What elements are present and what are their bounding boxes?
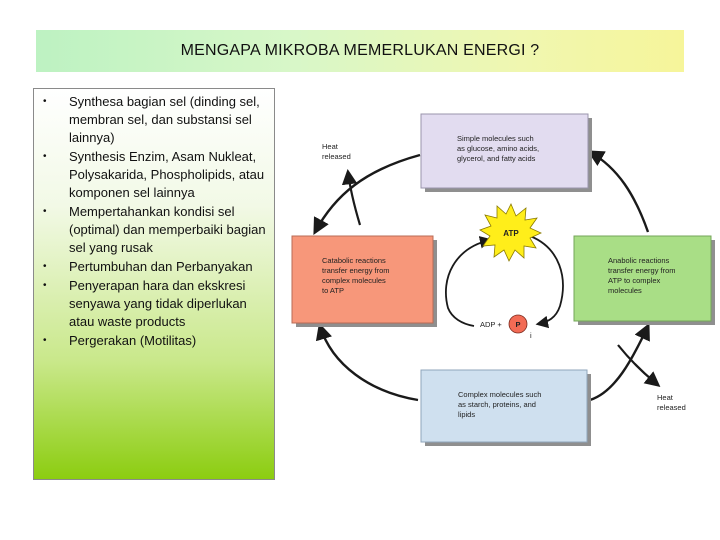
catabolic-line-4: to ATP <box>322 286 344 295</box>
phosphate-circle <box>508 314 528 334</box>
bullet-marker: • <box>43 261 47 272</box>
complex-line-3: lipids <box>458 410 475 419</box>
cycle-arrow-bottom <box>589 322 650 402</box>
bullet-item: • Penyerapan hara dan ekskresi senyawa ya… <box>34 277 274 331</box>
anabolic-reactions-box <box>573 235 712 322</box>
title-bar: MENGAPA MIKROBA MEMERLUKAN ENERGI ? <box>36 30 684 72</box>
bullet-text: Mempertahankan kondisi sel (optimal) dan… <box>69 204 266 255</box>
complex-molecules-text: Complex molecules such as starch, protei… <box>458 390 543 419</box>
bullet-item: • Synthesa bagian sel (dinding sel, membr… <box>34 93 274 147</box>
heat-left-line-2: released <box>322 152 351 161</box>
bullet-marker: • <box>43 96 47 107</box>
complex-molecules-box <box>420 369 588 443</box>
simple-molecules-text: Simple molecules such as glucose, amino … <box>457 134 541 163</box>
bullet-text: Pergerakan (Motilitas) <box>69 333 197 348</box>
catabolic-line-3: complex molecules <box>322 276 386 285</box>
heat-released-right: Heat released <box>657 393 686 412</box>
cycle-arrow-top <box>313 153 421 235</box>
atp-label: ATP <box>503 229 519 238</box>
phosphate-label: P <box>515 320 520 329</box>
cycle-arrow-left <box>315 322 419 402</box>
heat-right-line-2: released <box>657 403 686 412</box>
bullet-text: Synthesis Enzim, Asam Nukleat, Polysakar… <box>69 149 265 200</box>
bullet-item: • Pertumbuhan dan Perbanyakan <box>34 258 274 276</box>
bullet-item: • Mempertahankan kondisi sel (optimal) da… <box>34 203 274 257</box>
bullet-text: Synthesa bagian sel (dinding sel, membra… <box>69 94 260 145</box>
bullet-item: • Synthesis Enzim, Asam Nukleat, Polysaka… <box>34 148 274 202</box>
anabolic-line-1: Anabolic reactions <box>608 256 670 265</box>
catabolic-text: Catabolic reactions transfer energy from… <box>322 256 392 295</box>
catabolic-line-2: transfer energy from <box>322 266 390 275</box>
bullet-text: Pertumbuhan dan Perbanyakan <box>69 259 253 274</box>
simple-line-3: glycerol, and fatty acids <box>457 154 536 163</box>
atp-starburst <box>479 203 542 262</box>
complex-line-2: as starch, proteins, and <box>458 400 536 409</box>
anabolic-text: Anabolic reactions transfer energy from … <box>608 256 678 295</box>
anabolic-line-3: ATP to complex <box>608 276 660 285</box>
bullet-item: • Pergerakan (Motilitas) <box>34 332 274 350</box>
slide-title: MENGAPA MIKROBA MEMERLUKAN ENERGI ? <box>180 42 540 59</box>
catabolic-reactions-box <box>291 235 434 324</box>
catabolic-line-1: Catabolic reactions <box>322 256 386 265</box>
heat-left-line-1: Heat <box>322 142 339 151</box>
heat-right-line-1: Heat <box>657 393 674 402</box>
bullet-panel: • Synthesa bagian sel (dinding sel, membr… <box>33 88 275 480</box>
bullet-text: Penyerapan hara dan ekskresi senyawa yan… <box>69 278 247 329</box>
adp-label: ADP + <box>480 320 502 329</box>
phosphate-subscript: i <box>530 331 532 340</box>
heat-arrow-left <box>341 168 362 226</box>
atp-arrow-left <box>445 236 493 327</box>
heat-arrow-right <box>617 344 661 387</box>
bullet-marker: • <box>43 280 47 291</box>
bullet-marker: • <box>43 335 47 346</box>
heat-released-left: Heat released <box>322 142 351 161</box>
simple-line-2: as glucose, amino acids, <box>457 144 539 153</box>
cycle-arrow-right <box>587 150 650 233</box>
anabolic-line-2: transfer energy from <box>608 266 676 275</box>
anabolic-line-4: molecules <box>608 286 642 295</box>
simple-molecules-box <box>420 113 589 189</box>
atp-arrow-right <box>529 235 564 329</box>
bullet-marker: • <box>43 151 47 162</box>
bullet-list: • Synthesa bagian sel (dinding sel, membr… <box>34 89 274 350</box>
bullet-marker: • <box>43 206 47 217</box>
simple-line-1: Simple molecules such <box>457 134 534 143</box>
complex-line-1: Complex molecules such <box>458 390 541 399</box>
